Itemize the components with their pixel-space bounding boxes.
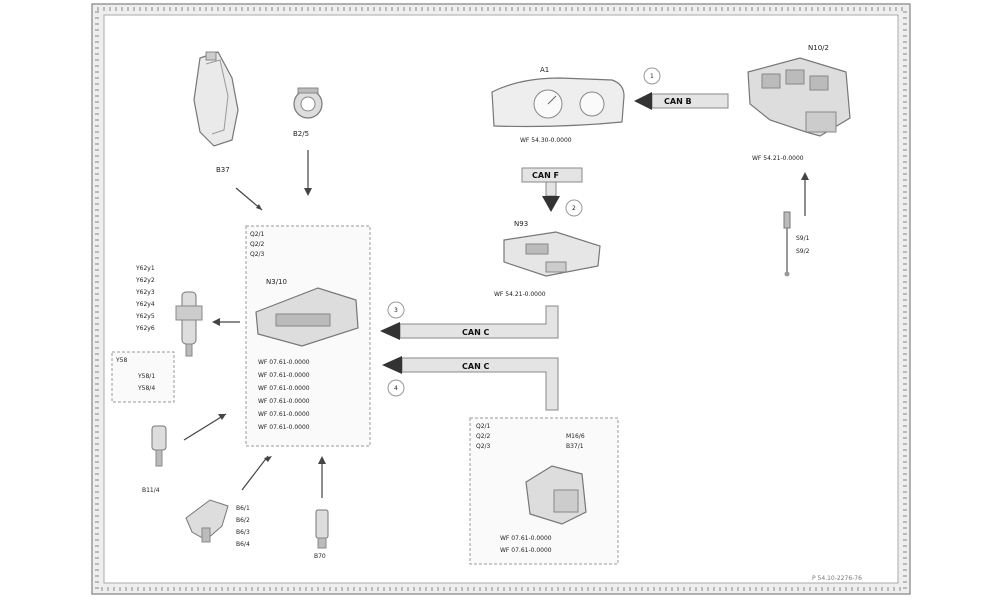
arrow-head xyxy=(304,188,312,196)
can-f-label: CAN F xyxy=(532,171,559,180)
ecu-wf-5: WF 07.61-0.0000 xyxy=(258,411,310,418)
marker-circle-top: 1 xyxy=(643,67,661,85)
switch-s9: S9/1 S9/2 xyxy=(783,172,810,277)
injector-drawing xyxy=(175,291,240,357)
bottom-wf-2: WF 07.61-0.0000 xyxy=(500,547,552,554)
label-s9-2: S9/2 xyxy=(796,248,810,255)
sensor-b11-4: B11/4 xyxy=(142,413,227,494)
bottom-code-1: Q2/1 xyxy=(476,423,491,430)
svg-text:3: 3 xyxy=(394,307,398,314)
bottom-code-3: Q2/3 xyxy=(476,443,491,450)
injector-1: Y62y1 xyxy=(135,265,155,272)
label-n3-10: N3/10 xyxy=(266,278,287,286)
arrow-head xyxy=(256,204,262,210)
svg-text:4: 4 xyxy=(394,385,398,392)
module-n93: N93 WF 54.21-0.0000 xyxy=(494,220,601,298)
can-c-bus-upper: CAN C 3 xyxy=(380,301,559,340)
label-b11-4: B11/4 xyxy=(142,487,160,494)
can-c-label-2: CAN C xyxy=(462,362,490,371)
can-f-bus: CAN F 2 xyxy=(521,167,583,217)
ecu-code-2: Q2/2 xyxy=(250,241,265,248)
label-b2-5: B2/5 xyxy=(293,130,309,138)
ecu-wf-2: WF 07.61-0.0000 xyxy=(258,372,310,379)
label-n10-2-wf: WF 54.21-0.0000 xyxy=(752,155,804,162)
ecu-code-3: Q2/3 xyxy=(250,251,265,258)
label-b37: B37 xyxy=(216,166,230,174)
instrument-cluster-a1: A1 WF 54.30-0.0000 xyxy=(491,66,625,144)
injector-5: Y62y5 xyxy=(135,313,155,320)
can-b-bus: CAN B xyxy=(634,92,729,110)
bottom-wf-1: WF 07.61-0.0000 xyxy=(500,535,552,542)
label-y58-4: Y58/4 xyxy=(137,385,155,392)
label-b6-4: B6/4 xyxy=(236,541,250,548)
label-y58: Y58 xyxy=(115,357,127,364)
can-c-label-1: CAN C xyxy=(462,328,490,337)
sensor-b70: B70 xyxy=(314,456,329,560)
ecu-code-1: Q2/1 xyxy=(250,231,265,238)
bottom-part-b37-1: B37/1 xyxy=(566,443,584,450)
sensor-b2-5: B2/5 xyxy=(293,87,323,196)
sensor-b6: B6/1 B6/2 B6/3 B6/4 xyxy=(185,455,272,548)
bottom-module-box: Q2/1 Q2/2 Q2/3 M16/6 B37/1 WF 07.61-0.00… xyxy=(469,417,619,565)
bottom-code-2: Q2/2 xyxy=(476,433,491,440)
label-b6-2: B6/2 xyxy=(236,517,250,524)
label-n93: N93 xyxy=(514,220,528,228)
label-a1: A1 xyxy=(540,66,549,74)
label-n10-2: N10/2 xyxy=(808,44,829,52)
svg-text:1: 1 xyxy=(650,73,654,80)
box-y58: Y58 Y58/1 Y58/4 xyxy=(111,351,175,403)
ecu-wf-6: WF 07.61-0.0000 xyxy=(258,424,310,431)
injector-4: Y62y4 xyxy=(135,301,155,308)
ecu-n3-10-box: Q2/1 Q2/2 Q2/3 N3/10 WF 07.61-0.0000 WF … xyxy=(245,225,371,447)
bottom-part-m16-6: M16/6 xyxy=(566,433,585,440)
label-b6-3: B6/3 xyxy=(236,529,250,536)
can-c-bus-lower: CAN C 4 xyxy=(382,356,559,411)
ecu-wf-1: WF 07.61-0.0000 xyxy=(258,359,310,366)
module-n10-2: N10/2 WF 54.21-0.0000 xyxy=(747,44,851,162)
injector-6: Y62y6 xyxy=(135,325,155,332)
svg-text:2: 2 xyxy=(572,205,576,212)
label-b70: B70 xyxy=(314,553,326,560)
injector-3: Y62y3 xyxy=(135,289,155,296)
label-s9-1: S9/1 xyxy=(796,235,810,242)
injector-2: Y62y2 xyxy=(135,277,155,284)
label-b6-1: B6/1 xyxy=(236,505,250,512)
ecu-wf-3: WF 07.61-0.0000 xyxy=(258,385,310,392)
label-y58-1: Y58/1 xyxy=(137,373,155,380)
can-b-label: CAN B xyxy=(664,97,692,106)
ecu-wf-4: WF 07.61-0.0000 xyxy=(258,398,310,405)
label-n93-wf: WF 54.21-0.0000 xyxy=(494,291,546,298)
pedal-sensor-b37: B37 xyxy=(193,51,263,211)
footer-reference: P 54.10-2276-76 xyxy=(812,575,862,582)
injector-list: Y62y1 Y62y2 Y62y3 Y62y4 Y62y5 Y62y6 xyxy=(135,265,155,332)
label-a1-wf: WF 54.30-0.0000 xyxy=(520,137,572,144)
